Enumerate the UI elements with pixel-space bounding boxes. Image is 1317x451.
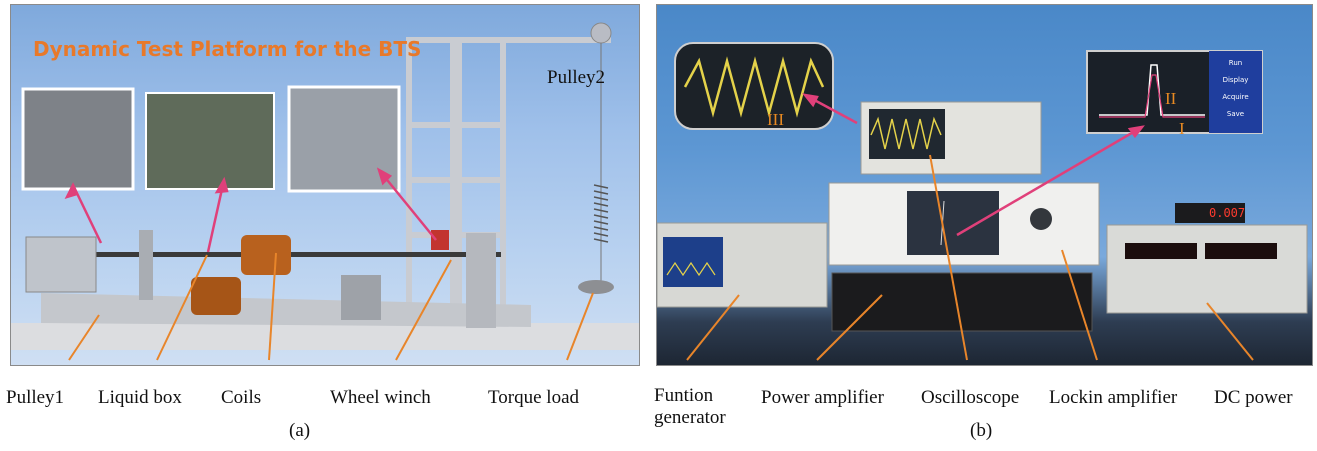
osc-marker: III [767, 110, 784, 129]
instrument-rack-photo [657, 42, 1308, 361]
wheel-winch-label: Wheel winch [330, 387, 431, 408]
lockin-marker-upper: II [1165, 89, 1177, 108]
lockin-menu-item: Run [1228, 59, 1243, 67]
dc-readout: 0.007 [1209, 206, 1246, 220]
photo-panel-b: III II I Run Display Acquire Save 0.007 [656, 4, 1313, 366]
function-generator-label-1: Funtion [654, 385, 714, 406]
lockin-marker-lower: I [1179, 119, 1185, 138]
torque-load-label: Torque load [488, 387, 580, 408]
oscilloscope-label: Oscilloscope [921, 387, 1020, 408]
pulley2-label: Pulley2 [547, 67, 606, 88]
coils-label: Coils [221, 387, 262, 408]
caption-b: (b) [970, 420, 993, 441]
platform-title: Dynamic Test Platform for the BTS [33, 37, 422, 61]
lockin-menu-item: Save [1226, 110, 1245, 118]
function-generator-label-2: generator [654, 407, 726, 428]
test-platform-photo [11, 22, 639, 361]
dc-power-label: DC power [1214, 387, 1293, 408]
photo-panel-a: Dynamic Test Platform for the BTS Pulley… [10, 4, 640, 366]
liquid-box-label: Liquid box [98, 387, 182, 408]
lockin-menu-item: Display [1222, 76, 1249, 84]
caption-a: (a) [289, 420, 311, 441]
lockin-amplifier-label: Lockin amplifier [1049, 387, 1178, 408]
power-amplifier-label: Power amplifier [761, 387, 884, 408]
lockin-menu-item: Acquire [1222, 93, 1249, 101]
pulley1-label: Pulley1 [6, 387, 65, 408]
lockin-menu: Run Display Acquire Save [1209, 55, 1262, 123]
